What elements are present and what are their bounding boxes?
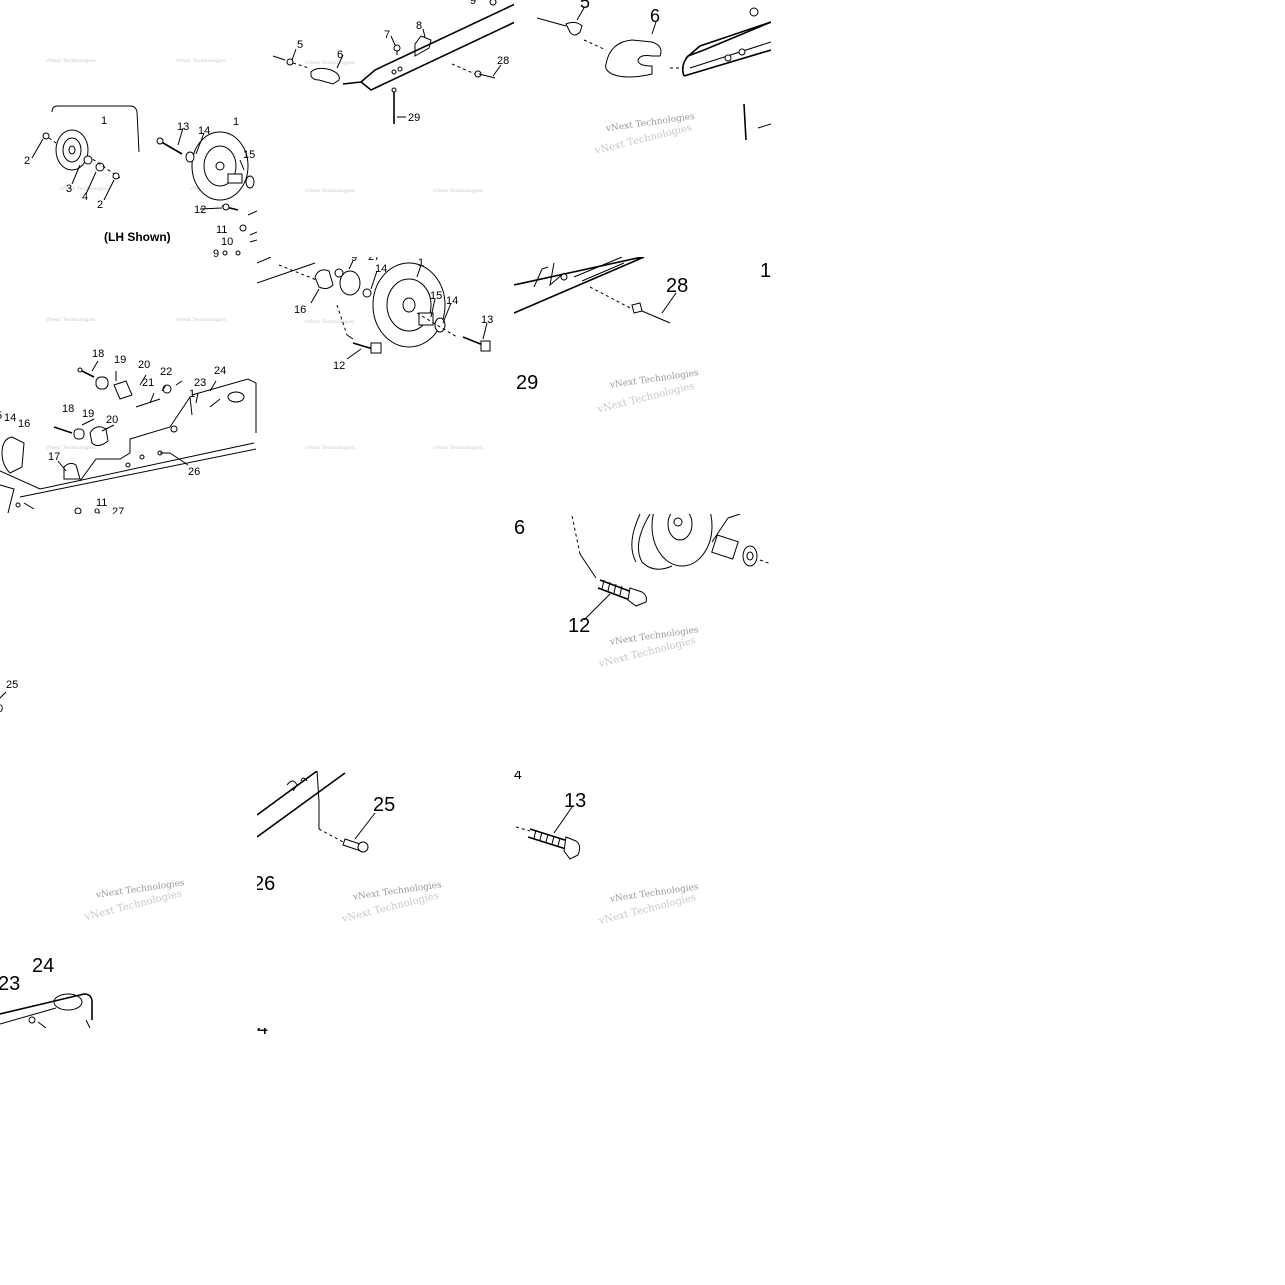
callout: 21 <box>142 377 154 389</box>
callout: 1 <box>189 388 195 400</box>
callout: 18 <box>92 348 104 360</box>
callout: 4 <box>514 771 522 782</box>
callout: 11 <box>96 497 107 509</box>
callout: 6 <box>337 49 343 61</box>
callout: 1 <box>101 115 107 127</box>
callout: 16 <box>294 304 306 316</box>
callout: 16 <box>18 418 30 430</box>
callout: 13 <box>564 790 586 812</box>
watermark: vNext Technologies <box>45 317 96 323</box>
callout: 7 <box>384 29 390 41</box>
diagram-tile-rail-front: vNext Technologies vNext Technologies vN… <box>257 0 514 257</box>
callout: 1 <box>418 257 424 269</box>
callout: 5 <box>0 410 2 422</box>
callout: 26 <box>257 873 275 895</box>
diagram-tile-bolt-13-zoom: 13 4 vNext Technologies vNext Technologi… <box>514 771 771 1028</box>
diagram-caption: (LH Shown) <box>104 230 171 244</box>
callout: 24 <box>32 955 54 977</box>
callout: 4 <box>257 1028 268 1039</box>
callout: 12 <box>194 204 206 216</box>
callout: 19 <box>82 408 94 420</box>
callout: 15 <box>243 149 255 161</box>
callout: 9 <box>470 0 476 7</box>
callout: 14 <box>4 412 16 424</box>
diagram-tile-edge-fragment: 4 <box>257 1028 514 1285</box>
diagram-tile-wheel-exploded: vNext Technologies vNext Technologies vN… <box>257 257 514 514</box>
callout: 24 <box>214 365 226 377</box>
watermark: vNext Technologies <box>432 188 483 194</box>
watermark: vNext Technologies <box>432 445 483 451</box>
callout: 16 <box>760 260 771 282</box>
callout: 9 <box>213 248 219 257</box>
watermark: vNext Technologies <box>304 319 355 325</box>
callout: 0 <box>0 703 3 715</box>
diagram-tile-bolt-zoom: 6 12 vNext Technologies vNext Technologi… <box>514 514 771 771</box>
diagram-tile-slot-zoom-upper: 23 24 <box>0 950 257 1028</box>
watermark: vNext Technologies <box>304 445 355 451</box>
callout: 2 <box>97 199 103 211</box>
callout: 8 <box>416 20 422 32</box>
callout: 14 <box>375 263 387 275</box>
diagram-tile-idler-wheel: vNext Technologies vNext Technologies vN… <box>0 0 257 257</box>
callout: 27 <box>368 257 380 263</box>
callout: 26 <box>188 466 200 478</box>
watermark: vNext Technologies <box>59 186 110 192</box>
callout: 11 <box>216 224 227 236</box>
watermark: vNext Technologies <box>175 58 226 64</box>
callout: 10 <box>221 236 233 248</box>
callout: 9 <box>94 507 100 514</box>
callout: 4 <box>82 191 88 203</box>
callout: 28 <box>666 275 688 297</box>
callout: 5 <box>580 0 590 12</box>
callout: 12 <box>333 360 345 372</box>
callout: 6 <box>650 6 660 26</box>
callout: 2 <box>24 155 30 167</box>
diagram-tile-rail-side: vNext Technologies vNext Technologies vN… <box>0 257 257 514</box>
callout: 6 <box>514 517 525 539</box>
diagram-tile-rail-rear-zoom: 28 29 16 vNext Technologies vNext Techno… <box>514 257 771 514</box>
callout: 23 <box>0 973 20 995</box>
callout: 20 <box>138 359 150 371</box>
callout: 13 <box>177 121 189 133</box>
callout: 17 <box>48 451 60 463</box>
callout: 18 <box>62 403 74 415</box>
callout: 27 <box>112 506 124 514</box>
diagram-tile-slot-zoom: 23 24 <box>0 1028 257 1285</box>
callout: 9 <box>351 257 357 264</box>
watermark: vNext Technologies <box>304 188 355 194</box>
callout: 5 <box>297 39 303 51</box>
diagram-tile-rail-front-zoom: 5 6 vNext Technologies vNext Technologie… <box>514 0 771 257</box>
callout: 1 <box>233 116 239 128</box>
callout: 29 <box>408 112 420 124</box>
callout: 14 <box>198 125 210 137</box>
callout: 29 <box>516 372 538 394</box>
callout: 12 <box>568 615 590 637</box>
diagram-tile-pin-zoom: 25 26 vNext Technologies vNext Technolog… <box>257 771 514 1028</box>
callout: 3 <box>66 183 72 195</box>
callout: 25 <box>6 679 18 691</box>
callout: 13 <box>481 314 493 326</box>
watermark: vNext Technologies <box>45 58 96 64</box>
callout: 19 <box>114 354 126 366</box>
watermark: vNext Technologies <box>45 445 96 451</box>
callout: 23 <box>194 377 206 389</box>
callout: 14 <box>446 295 458 307</box>
callout: 22 <box>160 366 172 378</box>
callout: 25 <box>373 794 395 816</box>
diagram-tile-edge-fragment: 25 0 <box>0 514 257 771</box>
watermark: vNext Technologies <box>175 317 226 323</box>
watermark: vNext Technologies <box>304 60 355 66</box>
callout: 28 <box>497 55 509 67</box>
callout: 20 <box>106 414 118 426</box>
callout: 15 <box>430 290 442 302</box>
